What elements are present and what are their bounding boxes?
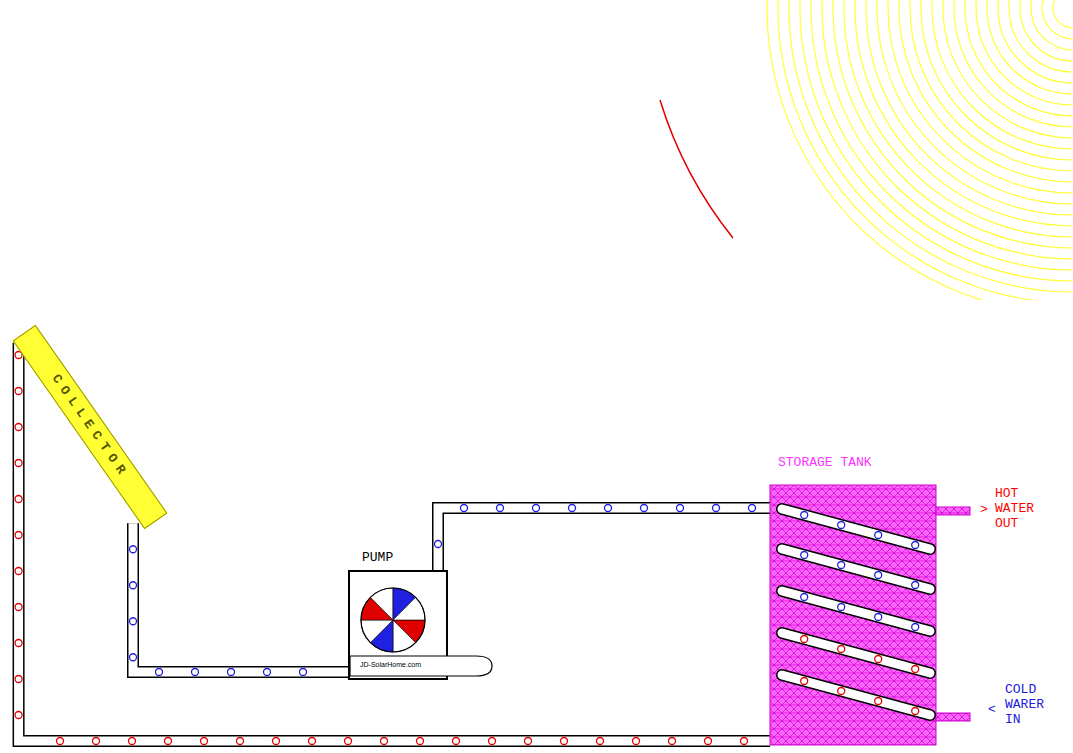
pump-box: PUMPJD-SolarHome.com bbox=[348, 570, 448, 680]
arrow-symbol: < bbox=[988, 702, 1000, 717]
tank-coil bbox=[770, 485, 980, 745]
solar-collector: COLLECTOR bbox=[13, 325, 168, 529]
sun-ray-arc bbox=[660, 100, 733, 238]
sun-rays bbox=[767, 0, 1073, 300]
pipe bbox=[435, 505, 771, 571]
storage-tank: STORAGE TANK bbox=[770, 485, 936, 745]
outlet-label: HOT WATER OUT bbox=[995, 486, 1042, 531]
pipe bbox=[15, 343, 770, 745]
pipe bbox=[130, 523, 349, 675]
arrow-symbol: > bbox=[980, 502, 992, 517]
inlet-label: COLD WARER IN bbox=[1005, 682, 1052, 727]
tank-label: STORAGE TANK bbox=[778, 455, 872, 470]
pump-label: PUMP bbox=[362, 550, 393, 565]
watermark: JD-SolarHome.com bbox=[360, 660, 421, 670]
collector-label: COLLECTOR bbox=[14, 326, 166, 528]
